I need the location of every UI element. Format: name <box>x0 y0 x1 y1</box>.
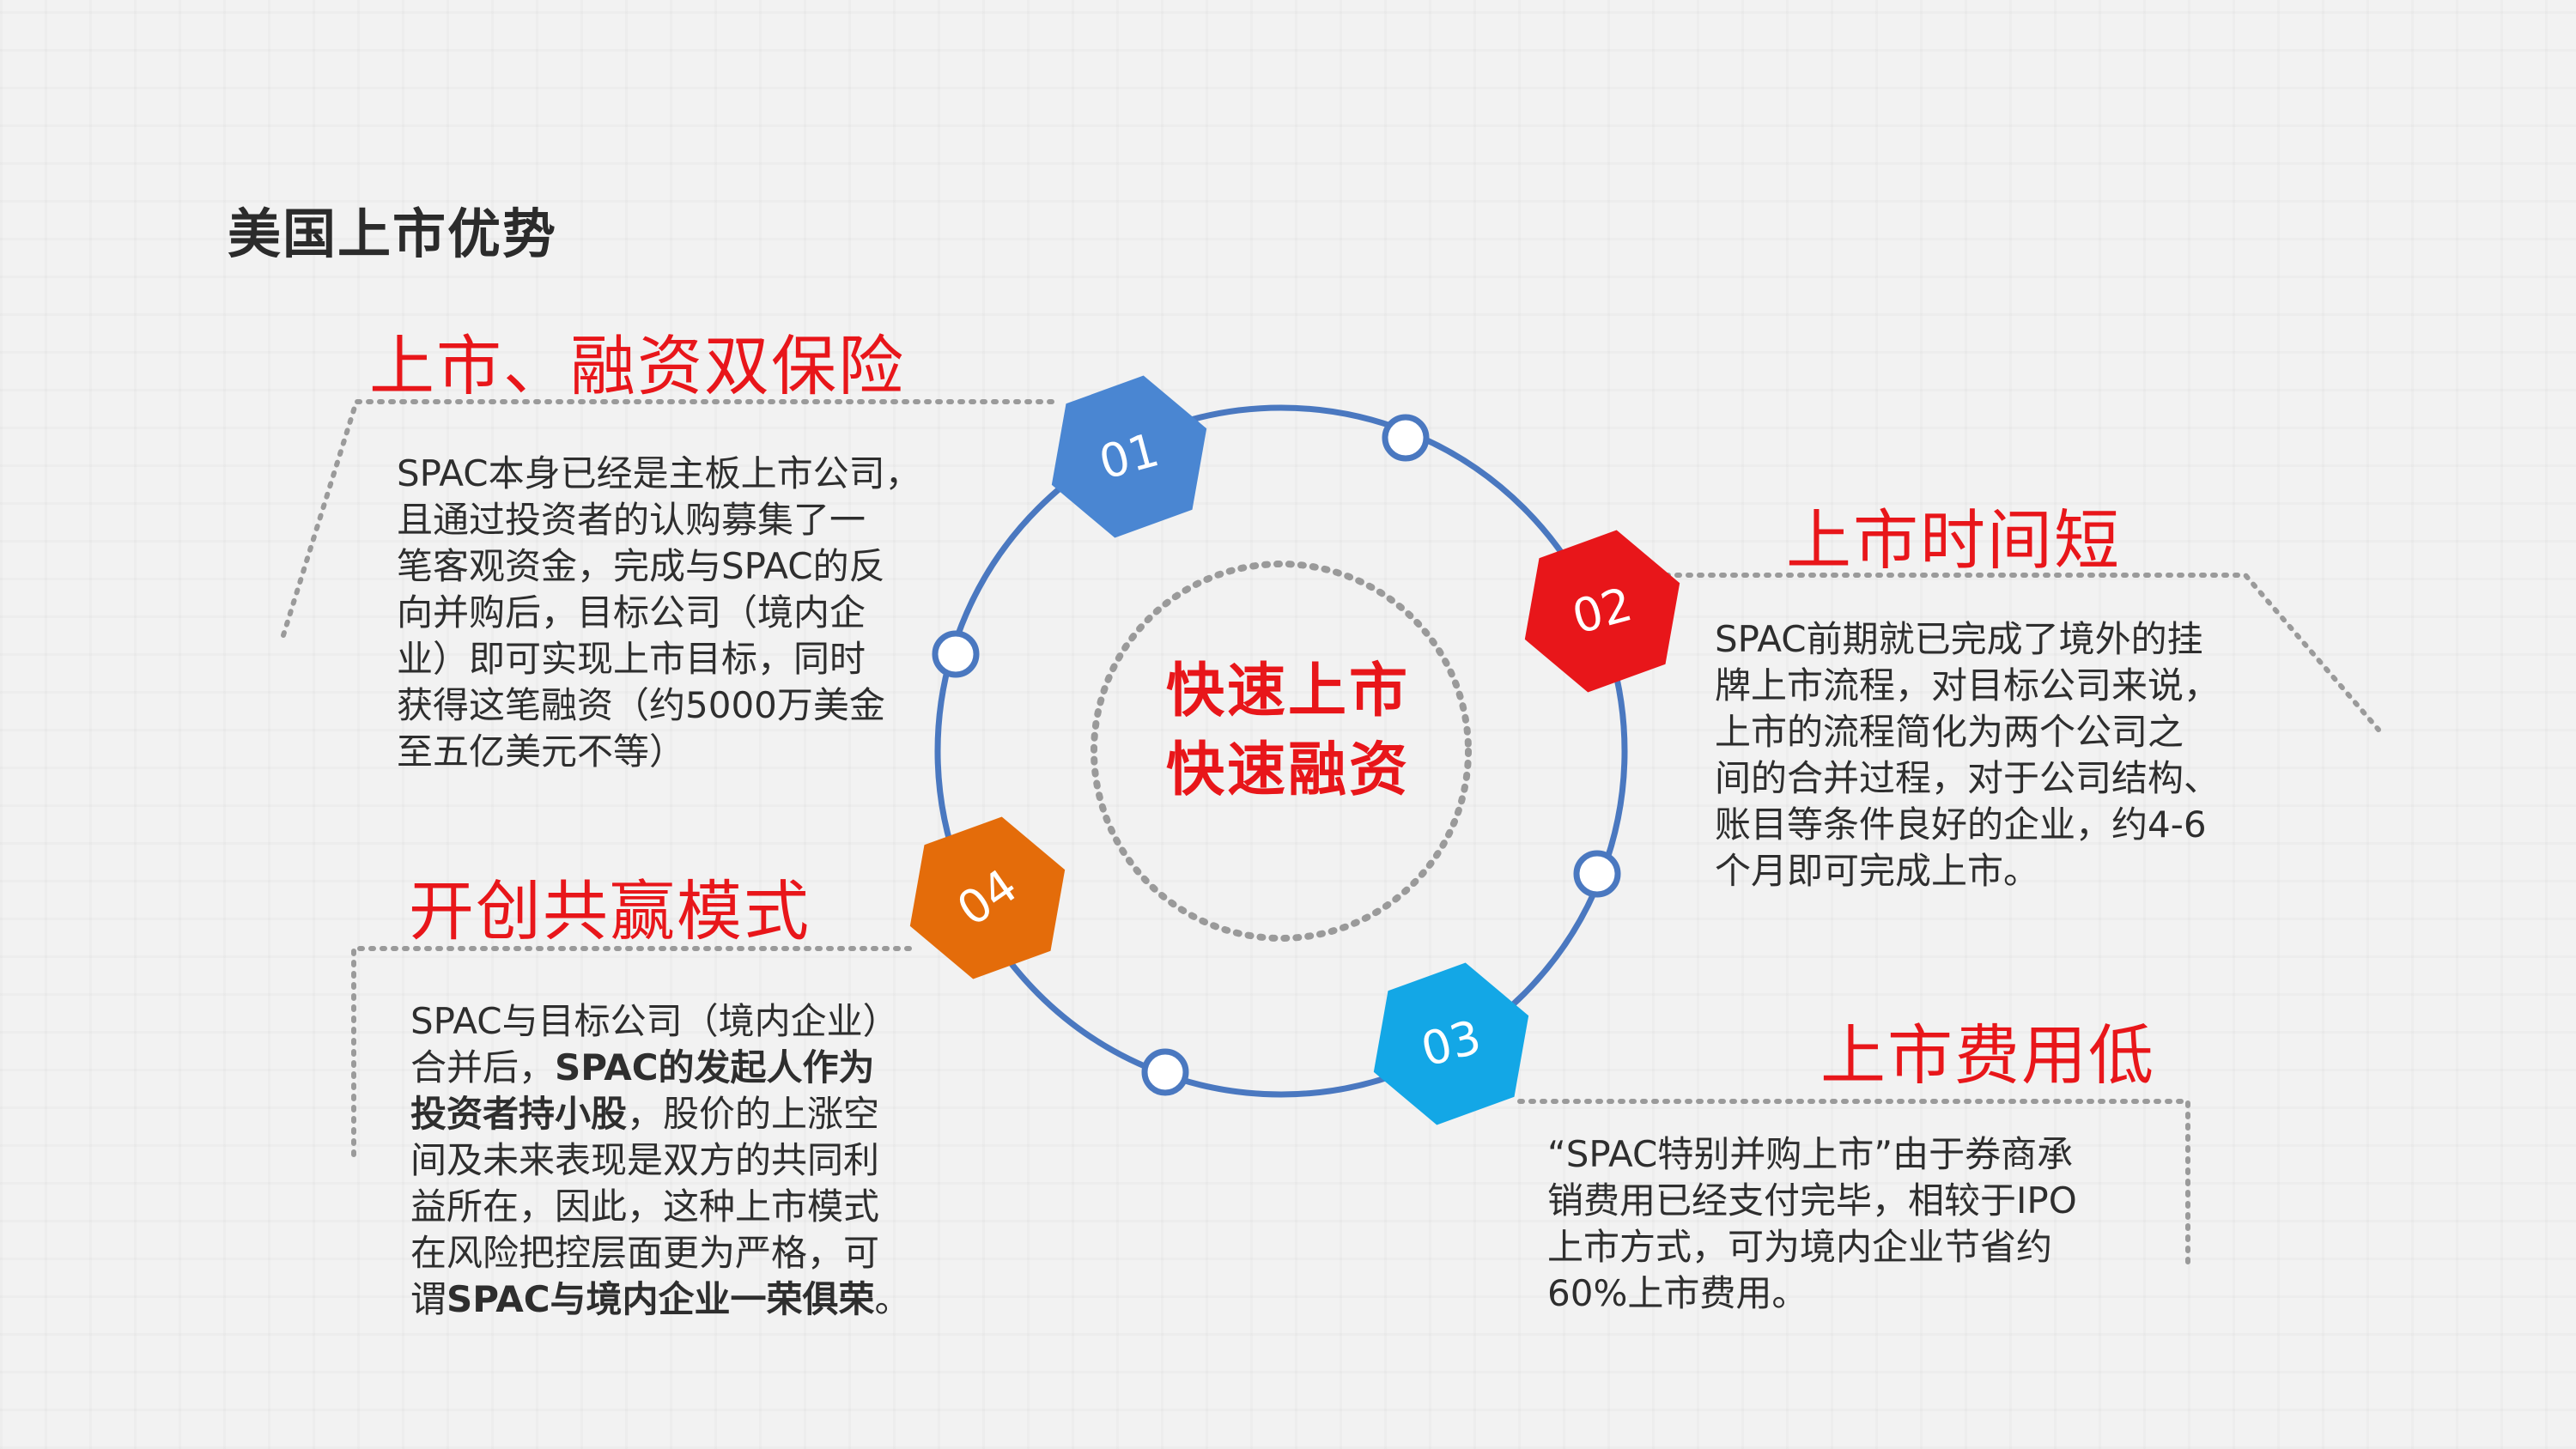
section-4-body: SPAC与目标公司（境内企业） 合并后，SPAC的发起人作为 投资者持小股，股价… <box>410 998 911 1323</box>
section-2-line: 账目等条件良好的企业，约4-6 <box>1715 803 2207 846</box>
node-02-hexagon <box>1524 530 1680 693</box>
section-4-text: ，股价的上涨空 <box>627 1093 880 1135</box>
section-1-line: 业）即可实现上市目标，同时 <box>397 638 866 680</box>
node-02: 02 <box>1524 530 1680 693</box>
section-4-text: 合并后， <box>410 1046 556 1088</box>
section-4-text: 谓 <box>410 1278 447 1320</box>
center-line-1: 快速上市 <box>1165 658 1410 725</box>
section-2-line: 牌上市流程，对目标公司来说， <box>1715 664 2221 706</box>
section-4-bold-text: SPAC与境内企业一荣俱荣 <box>447 1278 875 1320</box>
leader-line-4 <box>351 946 913 1157</box>
node-01-hexagon <box>1051 375 1207 538</box>
section-2-body: SPAC前期就已完成了境外的挂 牌上市流程，对目标公司来说， 上市的流程简化为两… <box>1715 616 2220 894</box>
section-1-line: 笔客观资金，完成与SPAC的反 <box>397 545 885 587</box>
section-3-line: 上市方式，可为境内企业节省约 <box>1547 1226 2053 1268</box>
section-1-line: 且通过投资者的认购募集了一 <box>397 499 866 541</box>
node-04: 04 <box>909 816 1066 979</box>
ring-connector <box>932 630 980 678</box>
node-04-hexagon <box>909 816 1066 979</box>
section-4-bold-text: 投资者持小股 <box>410 1093 628 1135</box>
leader-line-2 <box>1663 573 2381 732</box>
section-4-line: 合并后，SPAC的发起人作为 <box>410 1045 911 1091</box>
ring-connector <box>1141 1048 1189 1096</box>
leader-line-1 <box>281 399 1054 638</box>
inner-dotted-circle <box>1091 561 1472 942</box>
section-1-line: 获得这笔融资（约5000万美金 <box>397 684 885 726</box>
section-4-text: 。 <box>874 1278 911 1320</box>
section-1-body: SPAC本身已经是主板上市公司， 且通过投资者的认购募集了一 笔客观资金，完成与… <box>397 451 921 775</box>
page-title: 美国上市优势 <box>228 203 558 265</box>
section-4-line: SPAC与目标公司（境内企业） <box>410 1000 899 1042</box>
section-4-line: 在风险把控层面更为严格，可 <box>410 1232 880 1274</box>
section-1-line: SPAC本身已经是主板上市公司， <box>397 452 921 494</box>
section-4-line: 益所在，因此，这种上市模式 <box>410 1185 880 1228</box>
node-01: 01 <box>1051 375 1207 538</box>
ring-connector <box>1573 850 1621 898</box>
section-4-bold-text: SPAC的发起人作为 <box>555 1046 875 1088</box>
leader-line-3 <box>1517 1099 2190 1264</box>
section-3-line: 60%上市费用。 <box>1547 1272 1808 1314</box>
center-label: 快速上市 快速融资 <box>1056 652 1520 810</box>
center-line-2: 快速融资 <box>1165 737 1410 804</box>
section-3-title: 上市费用低 <box>1820 1017 2155 1094</box>
section-2-line: 个月即可完成上市。 <box>1715 850 2040 892</box>
section-4-line: 投资者持小股，股价的上涨空 <box>410 1091 911 1137</box>
node-03-hexagon <box>1373 962 1529 1125</box>
section-2-title: 上市时间短 <box>1786 502 2121 579</box>
section-2-line: 间的合并过程，对于公司结构、 <box>1715 757 2221 799</box>
section-4-title: 开创共赢模式 <box>409 873 811 949</box>
section-2-line: 上市的流程简化为两个公司之 <box>1715 711 2184 753</box>
ring-connector <box>1382 414 1430 462</box>
node-03: 03 <box>1373 962 1529 1125</box>
section-2-line: SPAC前期就已完成了境外的挂 <box>1715 618 2203 660</box>
section-1-line: 向并购后，目标公司（境内企 <box>397 591 866 634</box>
section-3-body: “SPAC特别并购上市”由于券商承 销费用已经支付完毕，相较于IPO 上市方式，… <box>1547 1131 2077 1317</box>
section-1-line: 至五亿美元不等） <box>397 731 686 773</box>
cycle-ring <box>934 404 1628 1098</box>
section-3-line: 销费用已经支付完毕，相较于IPO <box>1547 1179 2077 1222</box>
section-4-line: 谓SPAC与境内企业一荣俱荣。 <box>410 1276 911 1323</box>
section-4-line: 间及未来表现是双方的共同利 <box>410 1139 880 1181</box>
section-3-line: “SPAC特别并购上市”由于券商承 <box>1547 1133 2074 1175</box>
section-1-title: 上市、融资双保险 <box>369 328 905 404</box>
